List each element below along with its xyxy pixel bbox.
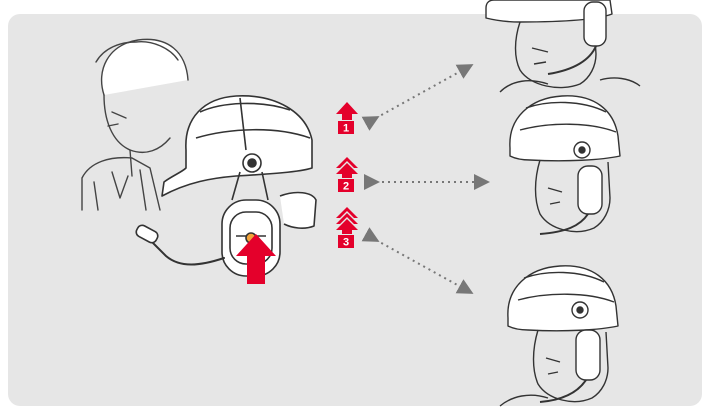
- earmuff-illustration: [222, 172, 316, 276]
- microphone-boom: [134, 224, 224, 265]
- step-2-indicator: 2: [336, 157, 358, 193]
- step-1-label: 1: [343, 123, 349, 135]
- step-3-label: 3: [343, 237, 349, 249]
- headset-position-3: [500, 266, 618, 406]
- step-2-label: 2: [343, 181, 349, 193]
- chevron-up-icon: [336, 102, 358, 120]
- headset-position-2: [510, 96, 620, 234]
- step-3-indicator: 3: [336, 207, 358, 249]
- dotted-double-arrow-icon: [376, 66, 470, 118]
- dotted-double-arrow-icon: [376, 240, 470, 292]
- step-1-indicator: 1: [336, 102, 358, 135]
- headset-position-1: [486, 0, 640, 92]
